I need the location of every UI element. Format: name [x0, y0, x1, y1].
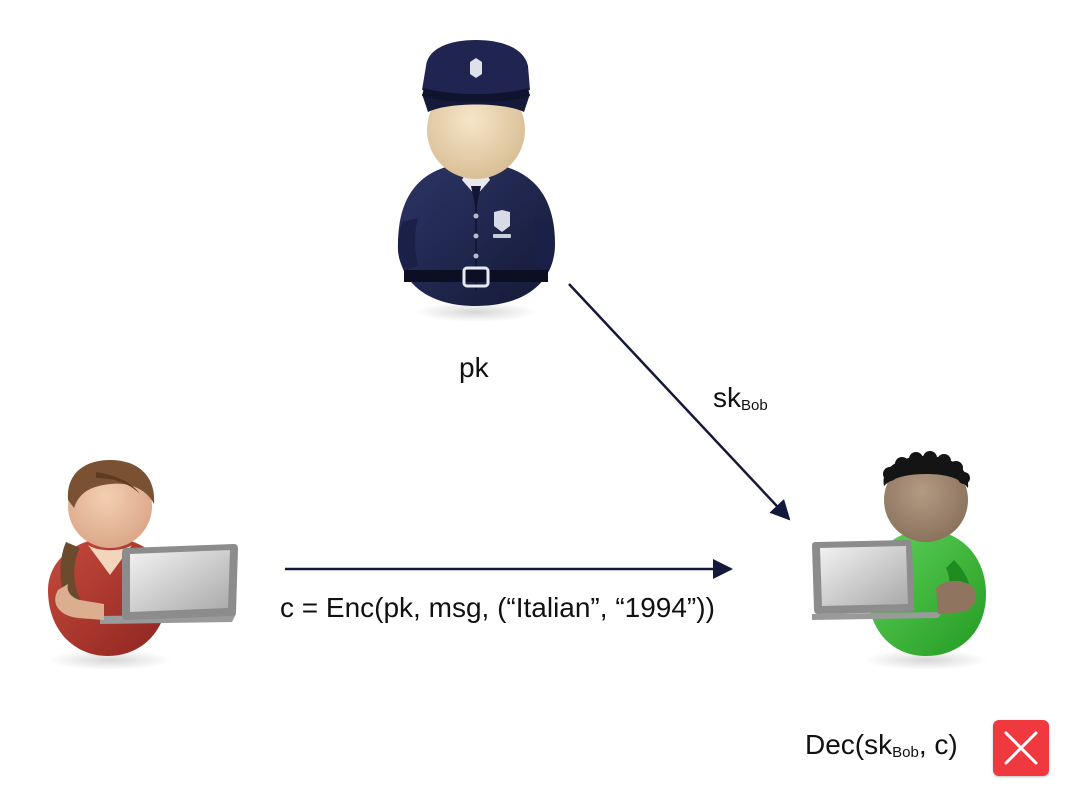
decryption-failed-badge: [993, 720, 1049, 776]
secret-key-main: sk: [713, 382, 741, 413]
public-key-label: pk: [459, 352, 489, 383]
secret-key-subscript: Bob: [741, 397, 768, 414]
decryption-label: Dec(skBob, c): [805, 729, 958, 761]
key-delivery-arrow: [568, 283, 791, 521]
woman-with-laptop-icon: [48, 460, 238, 670]
encryption-label: c = Enc(pk, msg, (“Italian”, “1994”)): [280, 592, 715, 623]
police-officer-icon: [397, 40, 555, 322]
decryption-suffix: , c): [918, 729, 958, 760]
decryption-prefix: Dec(sk: [805, 729, 893, 760]
man-with-laptop-icon: [812, 451, 988, 670]
decryption-subscript: Bob: [892, 744, 919, 761]
close-icon: [1004, 731, 1038, 765]
secret-key-label: skBob: [713, 382, 768, 414]
